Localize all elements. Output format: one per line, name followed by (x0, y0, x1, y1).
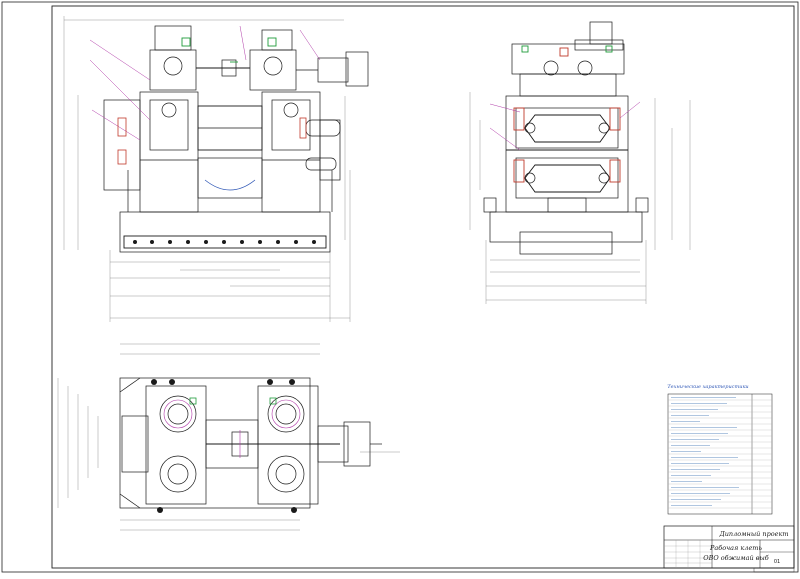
side-view-dimensions (469, 92, 691, 304)
spec-table-rows (668, 399, 772, 509)
title-block: Дипломный проект Рабочая клеть ОВО обжим… (663, 525, 795, 569)
front-base-frame (119, 211, 331, 253)
plan-view-dimensions (57, 343, 400, 531)
side-foundation (489, 211, 643, 243)
front-right-gearbox (249, 49, 297, 91)
spec-table-title: Технические характеристики (667, 384, 748, 390)
front-left-gearbox (149, 49, 197, 91)
drawing-title-line2: ОВО обжимай выб (703, 554, 769, 562)
plan-motor (317, 425, 349, 463)
front-view (63, 16, 369, 322)
front-motor (317, 57, 349, 83)
plan-view (57, 343, 400, 531)
side-view (469, 21, 691, 304)
front-left-housing (139, 91, 199, 213)
plan-left-housing (145, 385, 207, 505)
corner-stamp (753, 567, 795, 573)
drawing-title-line1: Рабочая клеть (709, 544, 762, 552)
front-right-housing (261, 91, 321, 213)
inner-frame (51, 5, 795, 569)
plan-base-frame (119, 377, 311, 509)
front-base-bolts (133, 240, 316, 244)
spec-table-entries (671, 397, 739, 506)
spec-table: Технические характеристики (667, 384, 773, 515)
project-type-label: Дипломный проект (718, 530, 788, 538)
front-view-dimensions (63, 16, 351, 322)
front-base-rail (123, 235, 327, 249)
sheet-number: 01 (774, 559, 780, 565)
plan-right-housing (257, 385, 319, 505)
